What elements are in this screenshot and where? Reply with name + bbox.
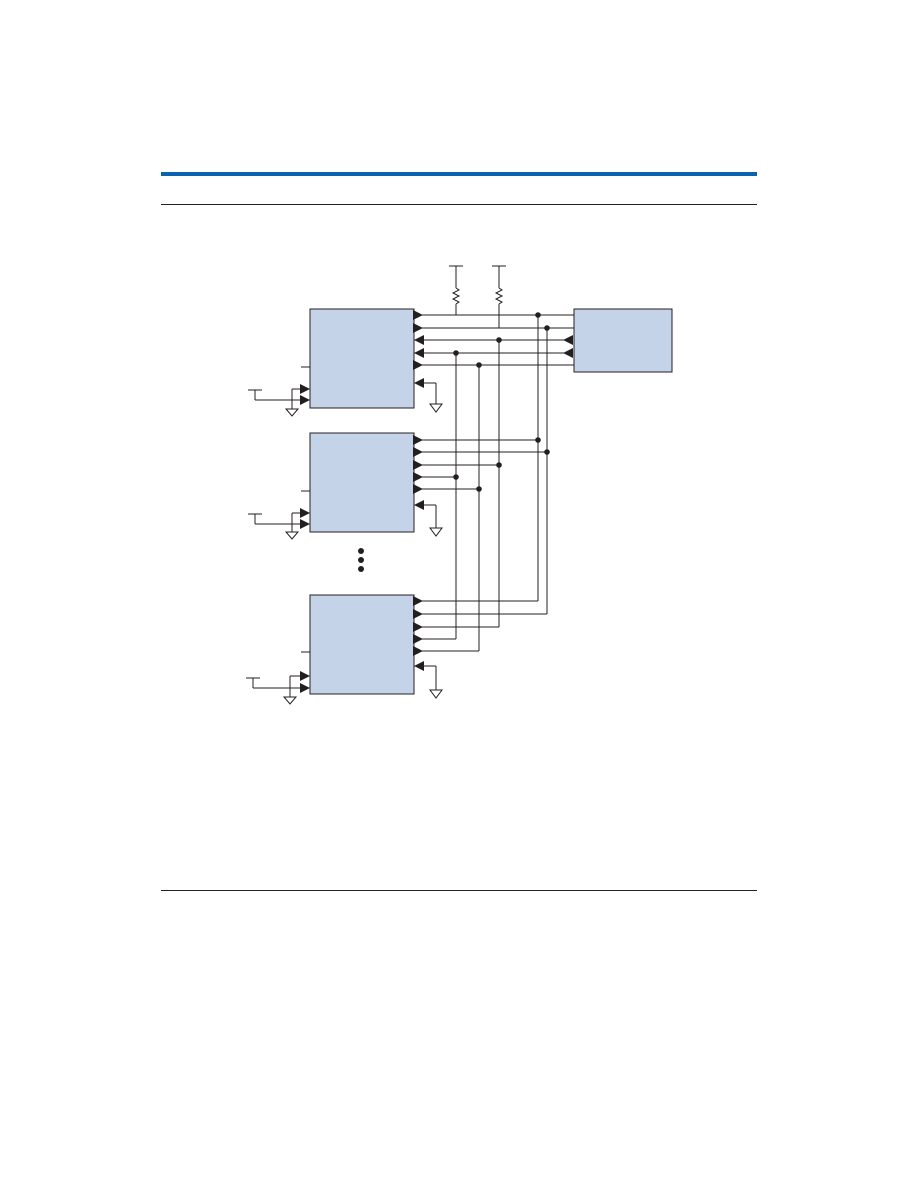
host-block <box>573 308 673 373</box>
bus-lines-device-3 <box>413 596 547 656</box>
pull-up-resistor-1 <box>449 265 463 315</box>
device-1-left-pins <box>248 366 310 417</box>
right-ground-arrows <box>414 378 424 671</box>
figure-bottom-rule <box>161 890 757 891</box>
right-grounds <box>422 382 443 699</box>
bus-verticals <box>455 315 548 651</box>
pull-up-resistor-2 <box>492 265 506 328</box>
device-2-left-pins <box>248 490 310 540</box>
device-block-2 <box>309 432 415 533</box>
continuation-dots <box>358 548 364 572</box>
header-rule <box>161 172 757 176</box>
device-block-1 <box>309 308 415 409</box>
device-1-bidir-arrows <box>414 335 424 358</box>
junction-dots <box>453 312 550 492</box>
device-3-left-pins <box>246 651 310 705</box>
device-block-3 <box>309 594 415 695</box>
bus-lines-device-1 <box>413 310 574 370</box>
device-3-left-arrows <box>300 671 310 693</box>
device-1-left-arrows <box>300 384 310 405</box>
device-2-left-arrows <box>300 508 310 529</box>
bus-lines-device-2 <box>413 435 547 494</box>
figure-top-rule <box>161 204 757 205</box>
